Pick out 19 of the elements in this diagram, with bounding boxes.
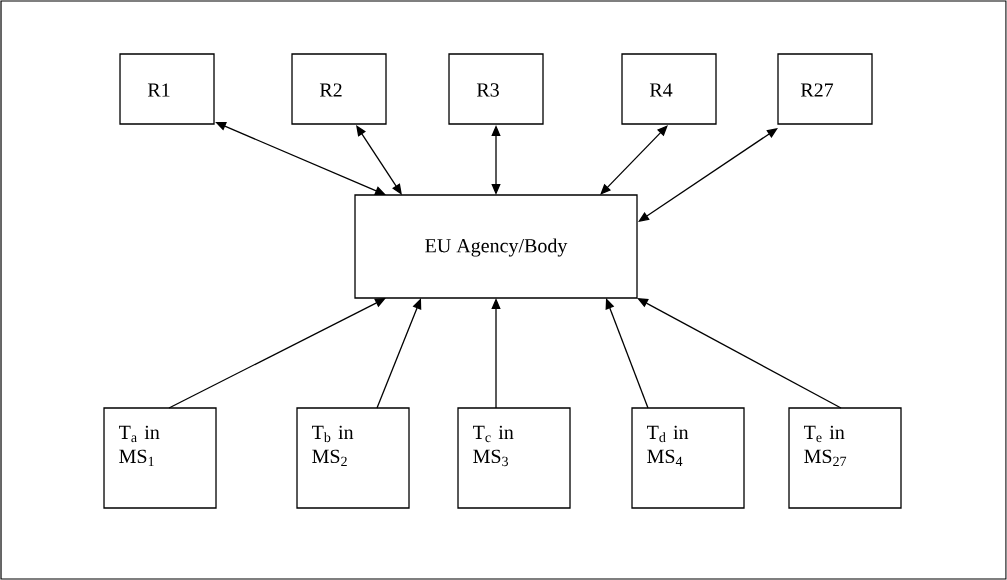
arrow bbox=[376, 298, 422, 409]
target-box: T$_{d}$ in MS$_{4}$ bbox=[631, 407, 745, 509]
arrow bbox=[215, 122, 386, 195]
arrow bbox=[600, 125, 668, 195]
register-box: R27 bbox=[777, 53, 873, 125]
register-box: R1 bbox=[119, 53, 215, 125]
arrow bbox=[168, 298, 386, 409]
target-box: T$_{a}$ in MS$_{1}$ bbox=[103, 407, 217, 509]
register-box: R3 bbox=[448, 53, 544, 125]
arrow bbox=[356, 125, 402, 195]
register-box: R2 bbox=[291, 53, 387, 125]
arrow bbox=[637, 298, 842, 409]
arrow bbox=[638, 128, 778, 222]
target-box: T$_{c}$ in MS$_{3}$ bbox=[457, 407, 571, 509]
target-box: T$_{e}$ in MS$_{27}$ bbox=[788, 407, 902, 509]
arrow bbox=[605, 298, 649, 409]
target-box: T$_{b}$ in MS$_{2}$ bbox=[296, 407, 410, 509]
agency-box: EU Agency/Body bbox=[354, 194, 638, 299]
register-box: R4 bbox=[621, 53, 717, 125]
